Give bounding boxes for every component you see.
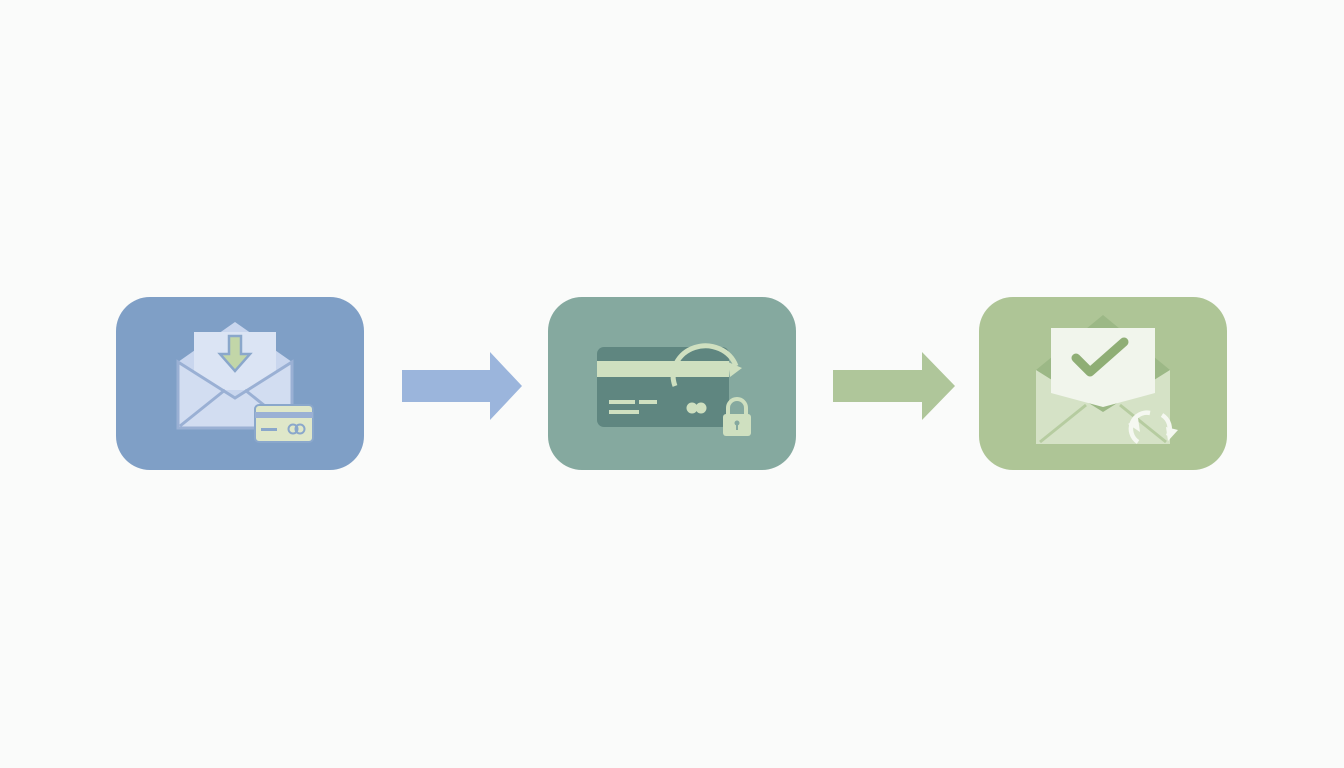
step-2-box — [548, 297, 796, 470]
envelope-check-sync-icon — [1036, 315, 1178, 444]
credit-card-refresh-lock-icon — [597, 343, 751, 436]
step-1-box — [116, 297, 364, 470]
envelope-download-card-icon — [176, 322, 314, 443]
arrow-right-icon — [833, 352, 955, 420]
step-3-box — [979, 297, 1227, 470]
arrow-right-icon — [402, 352, 522, 420]
